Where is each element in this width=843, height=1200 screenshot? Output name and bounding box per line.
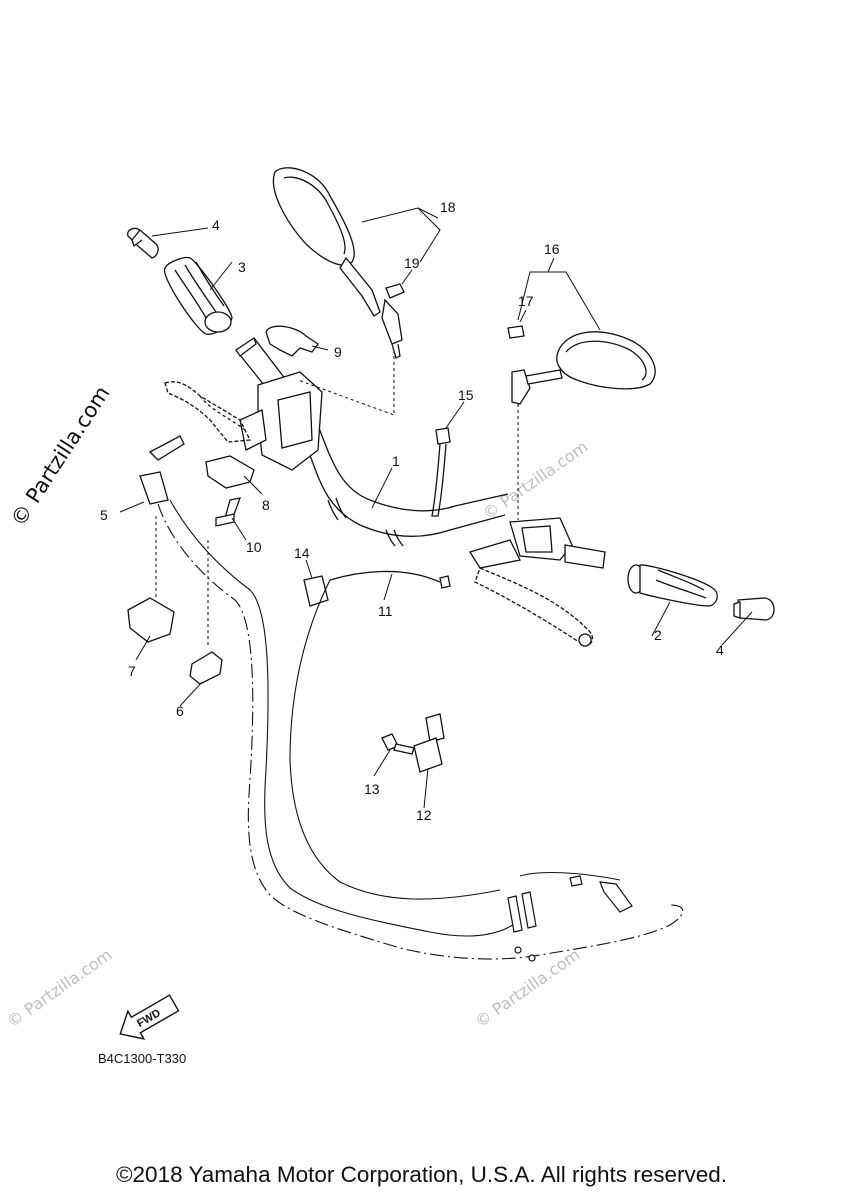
bolt-13	[381, 733, 415, 755]
callout-4-right: 4	[716, 642, 724, 658]
leader-lines	[119, 207, 753, 809]
faint-watermarks: © Partzilla.com © Partzilla.com © Partzi…	[3, 437, 591, 1031]
callout-6: 6	[176, 703, 184, 719]
drawing-code: B4C1300-T330	[98, 1051, 186, 1066]
partzilla-watermark: © Partzilla.com	[6, 382, 114, 531]
screw-10	[215, 497, 242, 527]
cable-routing	[157, 499, 684, 960]
mirror-nut-17	[507, 325, 525, 339]
callout-1: 1	[392, 453, 400, 469]
clamp-6	[189, 651, 223, 685]
faint-watermark: © Partzilla.com	[471, 945, 583, 1031]
callout-numbers: 1 2 3 4 4 5 6 7 8 9 10 11 12 13 14 15 16…	[100, 199, 724, 823]
callout-5: 5	[100, 507, 108, 523]
holder-9	[265, 325, 319, 357]
copyright-notice: ©2018 Yamaha Motor Corporation, U.S.A. A…	[115, 1162, 728, 1187]
mirror-nut-19	[385, 283, 405, 299]
left-mirror	[272, 167, 403, 359]
callout-2: 2	[654, 627, 662, 643]
switch-5	[139, 435, 185, 505]
callout-3: 3	[238, 259, 246, 275]
right-bar-end	[733, 597, 775, 621]
callout-9: 9	[334, 344, 342, 360]
cable-ends	[507, 875, 633, 962]
left-bar-end	[127, 227, 159, 259]
callout-19: 19	[404, 255, 420, 271]
fwd-arrow: FWD	[119, 994, 180, 1040]
holder-8	[205, 455, 255, 489]
callout-4-left: 4	[212, 217, 220, 233]
holder-14	[303, 575, 329, 607]
callout-7: 7	[128, 663, 136, 679]
callout-18: 18	[440, 199, 456, 215]
left-grip	[164, 256, 257, 357]
cable-11	[329, 570, 451, 589]
bracket-12	[413, 713, 445, 773]
callout-11: 11	[378, 603, 393, 619]
callout-17: 17	[518, 293, 534, 309]
cable-tie-15	[431, 427, 451, 517]
callout-8: 8	[262, 497, 270, 513]
callout-12: 12	[416, 807, 432, 823]
faint-watermark: © Partzilla.com	[479, 437, 591, 523]
faint-watermark: © Partzilla.com	[3, 945, 115, 1031]
left-lever-assembly	[164, 371, 323, 471]
callout-14: 14	[294, 545, 310, 561]
callout-13: 13	[364, 781, 380, 797]
callout-16: 16	[544, 241, 560, 257]
callout-15: 15	[458, 387, 474, 403]
callout-10: 10	[246, 539, 262, 555]
right-grip	[627, 564, 718, 607]
right-mirror	[511, 331, 656, 405]
right-lever-assembly	[468, 517, 606, 647]
clamp-7	[127, 597, 175, 643]
